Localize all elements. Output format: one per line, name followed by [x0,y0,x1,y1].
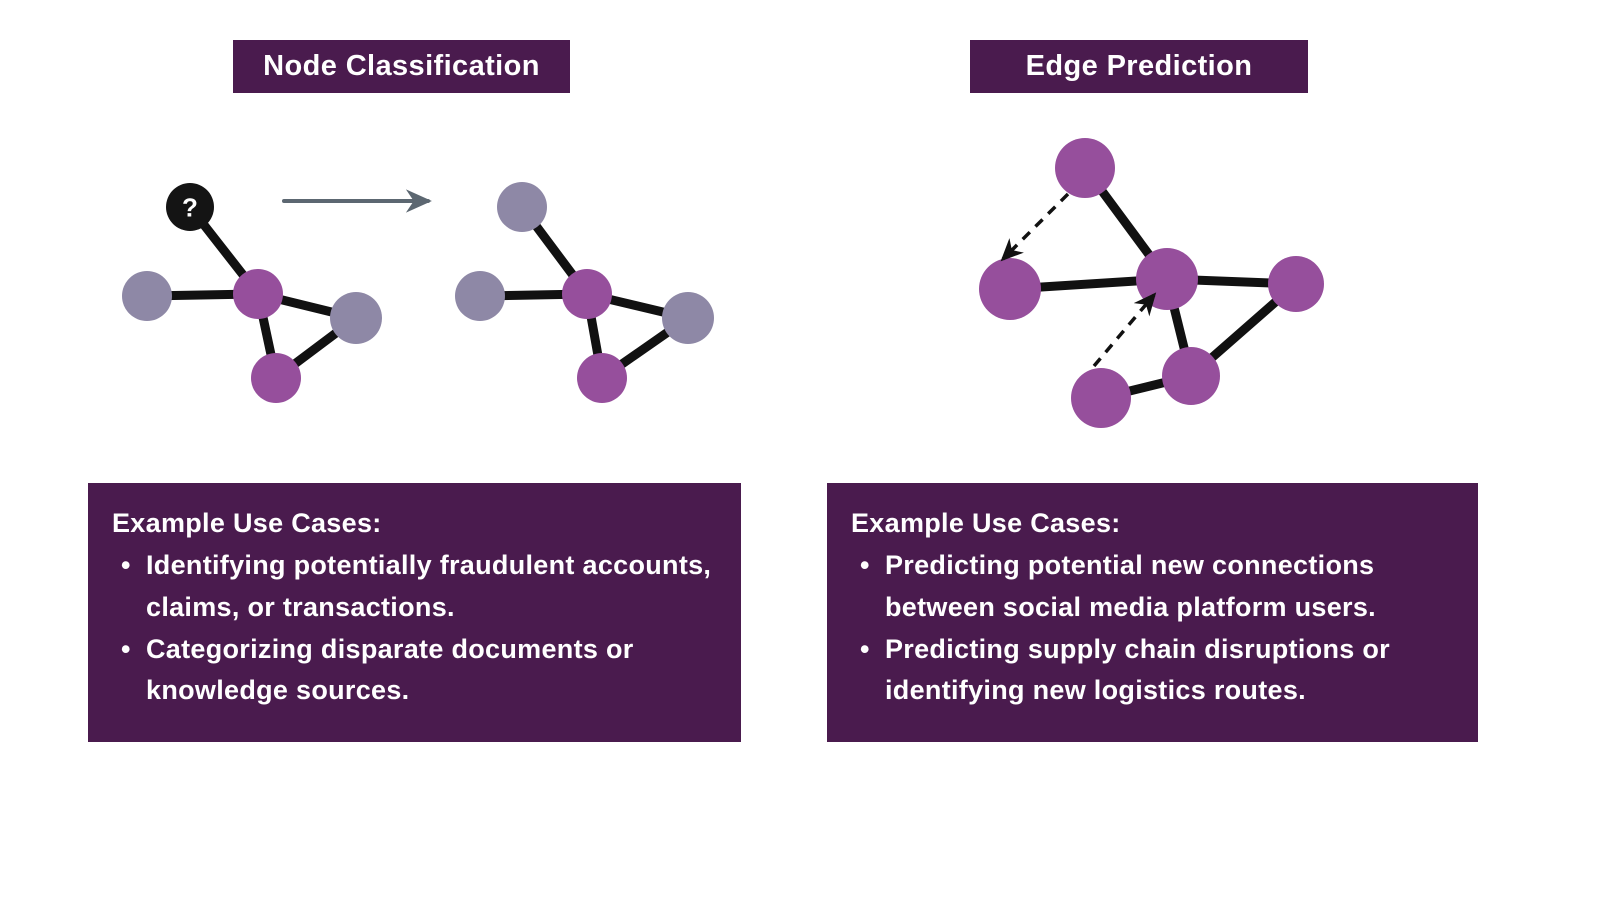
graph-node-gray [662,292,714,344]
node-classification-banner: Node Classification [233,40,570,93]
unknown-node-label: ? [182,192,198,222]
graph-node-gray [455,271,505,321]
edge-prediction-graph [979,138,1324,428]
use-case-text: Categorizing disparate documents or know… [146,633,634,706]
graph-node-gray [497,182,547,232]
graph-node-purple [1071,368,1131,428]
graph-node-purple [979,258,1041,320]
graph-node-purple [1162,347,1220,405]
use-cases-heading: Example Use Cases: [851,508,1121,538]
edge-prediction-title: Edge Prediction [1025,50,1253,82]
use-case-bullet: Predicting potential new connections bet… [851,545,1454,629]
graph-node-purple [577,353,627,403]
use-case-text: Identifying potentially fraudulent accou… [146,549,712,622]
use-case-text: Predicting potential new connections bet… [885,549,1376,622]
graph-node-purple [233,269,283,319]
graph-node-black [166,183,214,231]
graph-node-gray [330,292,382,344]
node-classification-use-cases-box: Example Use Cases: Identifying potential… [88,483,741,742]
graph-node-purple [1055,138,1115,198]
graph-node-gray [122,271,172,321]
use-case-bullet: Predicting supply chain disruptions or i… [851,629,1454,713]
node-classification-before-graph: ? [122,183,382,403]
graph-node-purple [1136,248,1198,310]
use-cases-heading: Example Use Cases: [112,508,382,538]
graph-node-purple [251,353,301,403]
use-case-text: Predicting supply chain disruptions or i… [885,633,1390,706]
use-case-bullet: Identifying potentially fraudulent accou… [112,545,717,629]
predicted-edge-arrow [1092,292,1157,368]
graph-node-purple [562,269,612,319]
use-case-bullet: Categorizing disparate documents or know… [112,629,717,713]
edge-prediction-use-cases-box: Example Use Cases: Predicting potential … [827,483,1478,742]
graph-node-purple [1268,256,1324,312]
predicted-edge-arrow [1000,192,1070,262]
node-classification-after-graph [455,182,714,403]
edge-prediction-banner: Edge Prediction [970,40,1308,93]
node-classification-title: Node Classification [263,50,540,82]
